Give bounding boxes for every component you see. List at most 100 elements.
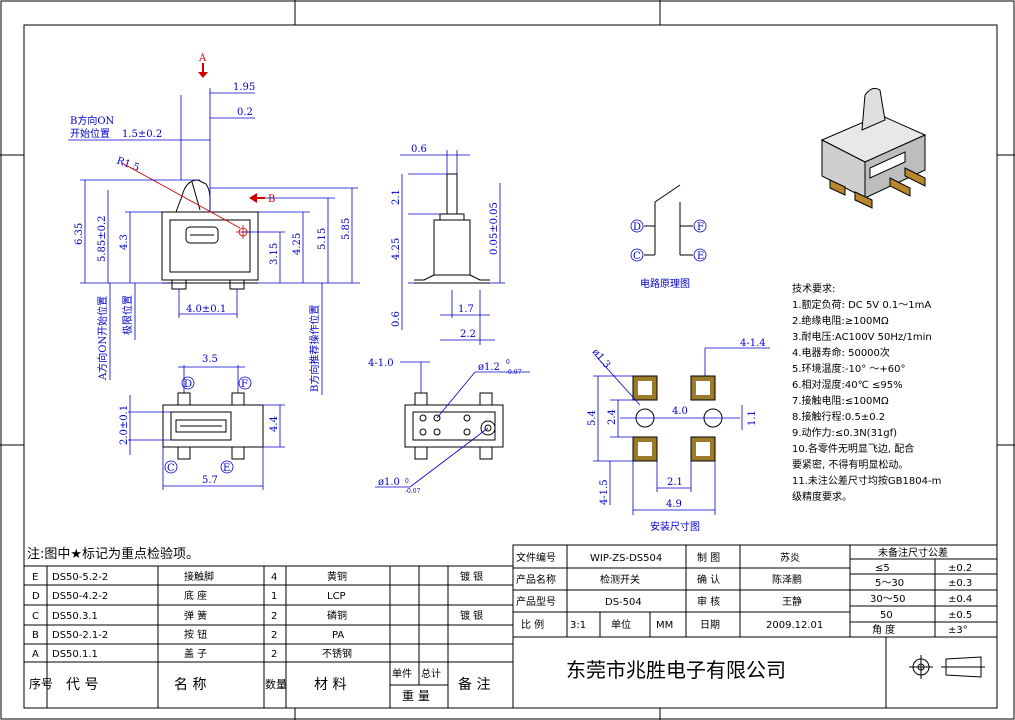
spec-item: 2.绝缘电阻:≥100MΩ (792, 314, 889, 327)
file-no: WIP-ZS-DS504 (590, 553, 662, 564)
pad-1-1: 1.1 (747, 410, 758, 426)
company-name: 东莞市兆胜电子有限公司 (566, 658, 786, 682)
tolerance-value: ±0.2 (948, 563, 972, 574)
circuit-title: 电路原理图 (640, 277, 690, 290)
bom-row-id: E (32, 572, 38, 583)
pin-f-label: F (241, 379, 248, 390)
circuit-d-label: D (633, 222, 641, 233)
bom-row-name: 弹 簧 (184, 609, 207, 622)
bom-row-qty: 4 (271, 572, 277, 583)
inspection-note: 注:图中★标记为重点检验项。 (27, 546, 199, 562)
bom-row-code: DS50.3.1 (52, 611, 98, 622)
bom-row-name: 底 座 (184, 589, 207, 602)
side-2-1: 2.1 (391, 189, 402, 205)
bom-row-name: 接触脚 (184, 570, 214, 583)
front-view: A B 1.95 0.2 B方向ON 开始位置 1.5±0.2 R1.5 (68, 53, 360, 395)
bom-row-code: DS50-5.2-2 (52, 572, 108, 583)
tolerance-range: 50 (880, 610, 893, 621)
bot-hole1-tol: -0.07 (506, 369, 522, 376)
bom-row-material: 磷铜 (327, 609, 347, 622)
side-1-7: 1.7 (458, 304, 474, 315)
bot-hole2-sup: 0 (405, 478, 409, 485)
bom-row-material: PA (332, 630, 344, 641)
pin-c-label: C (167, 463, 175, 474)
dim-1-95: 1.95 (233, 82, 255, 93)
circuit-c-label: C (633, 251, 641, 262)
pad-phi-1-3: ø1.3 (590, 347, 613, 371)
top-3-5: 3.5 (202, 354, 218, 365)
bom-row-id: A (32, 649, 39, 660)
bom-header-seq: 序号 (29, 676, 53, 691)
spec-item: 8.接触行程:0.5±0.2 (792, 410, 885, 423)
top-4-4: 4.4 (269, 416, 280, 432)
pad-title: 安装尺寸图 (650, 520, 700, 533)
spec-item: 4.电器寿命: 50000次 (792, 346, 890, 359)
bom-row-material: LCP (327, 591, 346, 602)
date-label: 日期 (700, 619, 720, 631)
drawn-label: 制 图 (697, 551, 720, 564)
tolerance-range: ≤5 (875, 563, 890, 574)
product-name-label: 产品名称 (516, 573, 556, 586)
spec-item: 5.环境温度:-10° ～+60° (792, 362, 906, 375)
product-name: 检测开关 (600, 573, 640, 586)
spec-item: 1.额定负荷: DC 5V 0.1～1mA (792, 298, 931, 311)
date: 2009.12.01 (766, 620, 823, 631)
bom-table: E DS50-5.2-2 接触脚 4 黄铜 镀 银 D DS50-4.2-2 底… (23, 565, 514, 709)
bom-header-code: 代 号 (66, 677, 98, 693)
reviewed-by: 王静 (782, 595, 802, 608)
dim-1-5: 1.5±0.2 (122, 129, 162, 140)
spec-item: 10.各零件无明显飞边, 配合 (792, 442, 914, 455)
bom-row-qty: 2 (271, 611, 277, 622)
bom-row-remark: 镀 银 (460, 609, 483, 622)
checked-by: 陈泽鹏 (772, 573, 802, 586)
tolerance-range: 5～30 (875, 578, 904, 589)
bom-row-remark: 镀 银 (460, 570, 483, 583)
dim-4-25: 4.25 (292, 233, 303, 255)
bom-row-code: DS50.1.1 (52, 649, 98, 660)
b-push-pos-note: B方向推荐操作位置 (308, 305, 321, 392)
pad-4-1-4: 4-1.4 (740, 338, 766, 349)
tolerance-title: 未备注尺寸公差 (878, 546, 948, 559)
spec-item: 级精度要求。 (792, 490, 852, 503)
side-0-6-top: 0.6 (411, 144, 427, 155)
arrow-a-label: A (198, 53, 207, 64)
side-4-25: 4.25 (391, 238, 402, 260)
side-0-6-bot: 0.6 (391, 311, 402, 327)
spec-item: 7.接触电阻:≤100MΩ (792, 394, 889, 407)
b-on-label: B方向ON (70, 114, 115, 127)
unit: MM (656, 620, 673, 631)
arrow-a-icon (198, 63, 208, 78)
scale-label: 比 例 (521, 618, 544, 631)
title-block: 文件编号 WIP-ZS-DS504 制 图 苏炎 产品名称 检测开关 确 认 陈… (512, 544, 998, 709)
bom-row-id: B (32, 630, 39, 641)
bom-row-code: DS50-4.2-2 (52, 591, 108, 602)
dim-5-85: 5.85 (341, 218, 352, 240)
dim-4-3: 4.3 (119, 234, 130, 250)
spec-item: 6.相对湿度:40℃ ≤95% (792, 378, 903, 391)
bom-row-id: D (32, 591, 40, 602)
pin-d-label: D (184, 379, 192, 390)
bom-header-material: 材 料 (314, 677, 346, 693)
bot-4-1-0: 4-1.0 (368, 358, 394, 369)
tech-specs: 技术要求: 1.额定负荷: DC 5V 0.1～1mA 2.绝缘电阻:≥100M… (792, 282, 941, 503)
check-label: 确 认 (697, 573, 720, 586)
arrow-b-icon (249, 193, 265, 203)
bot-hole2-tol: -0.07 (405, 488, 421, 495)
bot-hole1-sup: 0 (506, 359, 510, 366)
pad-2-1: 2.1 (667, 477, 683, 488)
bom-row-material: 不锈钢 (322, 647, 352, 660)
spec-item: 11.未注公差尺寸均按GB1804-m (792, 474, 941, 487)
top-view: D F C E 3.5 2.0±0.1 4.4 5.7 (119, 354, 285, 490)
unit-label: 单位 (611, 618, 631, 631)
bom-row-qty: 2 (271, 649, 277, 660)
tolerance-value: ±0.5 (948, 610, 972, 621)
bom-row-name: 按 钮 (184, 628, 207, 641)
spec-item: 9.动作力:≤0.3N(31gf) (792, 426, 897, 439)
circuit-diagram: D C F E 电路原理图 (630, 184, 707, 290)
bom-row-code: DS50-2.1-2 (52, 630, 108, 641)
bom-row-name: 盖 子 (184, 647, 207, 660)
bom-row-id: C (32, 611, 39, 622)
dim-3-15: 3.15 (269, 243, 280, 265)
dim-5-15: 5.15 (317, 228, 328, 250)
